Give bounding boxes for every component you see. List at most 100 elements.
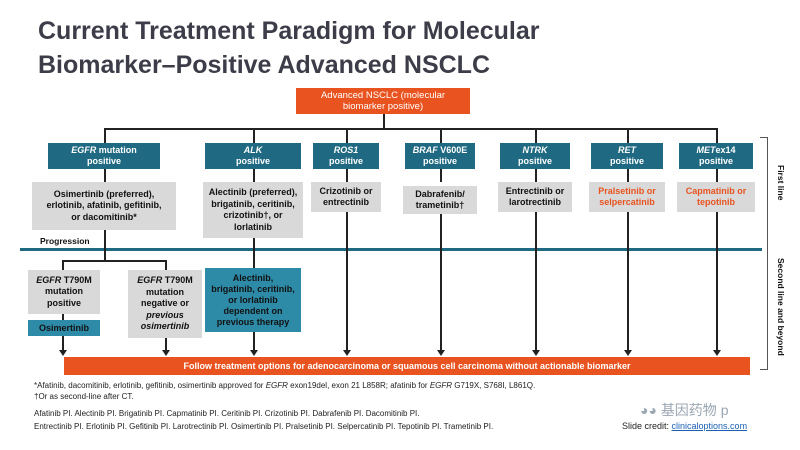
t790m-neg-l4: previous: [146, 309, 184, 320]
alk-second-l4: dependent on: [223, 305, 283, 316]
wechat-icon: ◕◕: [640, 402, 657, 418]
arrow-osimertinib: [59, 350, 67, 356]
therapy-ros1-l1: Crizotinib or: [319, 185, 373, 196]
root-line-2: biomarker positive): [342, 101, 424, 112]
slide-title: Current Treatment Paradigm for Molecular…: [38, 14, 658, 82]
footnote-star-b: exon19del, exon 21 L858R; afatinib for: [287, 381, 430, 390]
vline-braf: [440, 214, 442, 351]
t790m-positive-box: EGFR T790M mutation positive: [28, 270, 100, 314]
second-line-label: Second line and beyond: [776, 258, 786, 356]
header-alk-line2: positive: [235, 156, 270, 166]
osimertinib-box: Osimertinib: [28, 320, 100, 336]
header-egfr-gene: EGFR: [71, 145, 97, 155]
header-ntrk-gene: NTRK: [522, 145, 548, 155]
t790m-neg-rest: T790M: [162, 275, 193, 286]
branch-bar: [104, 128, 716, 130]
header-alk: ALK positive: [205, 143, 301, 169]
watermark-text: 基因药物 p: [660, 402, 729, 418]
therapy-met-l2: tepotinib: [697, 197, 735, 207]
vline-egfr: [104, 230, 106, 260]
therapy-ret-l1: Pralsetinib or: [598, 185, 656, 196]
osimertinib-stem: [62, 336, 64, 351]
root-line-1: Advanced NSCLC (molecular: [320, 90, 446, 101]
header-ros1-gene: ROS1: [333, 145, 359, 155]
egfr-split-bar: [62, 260, 166, 262]
header-braf-gene: BRAF: [412, 145, 438, 155]
t790m-neg-stem: [165, 338, 167, 351]
alk-second-l1: Alectinib,: [232, 272, 274, 283]
therapy-ntrk-l1: Entrectinib or: [505, 185, 565, 196]
vline-alk: [253, 238, 255, 268]
arrow-braf: [437, 350, 445, 356]
therapy-alk: Alectinib (preferred), brigatinib, cerit…: [203, 182, 303, 238]
therapy-ros1: Crizotinib or entrectinib: [311, 182, 381, 212]
t790m-neg-l5: osimertinib: [140, 321, 190, 332]
t790m-neg-l2: mutation: [146, 286, 184, 297]
therapy-ntrk-l2: larotrectinib: [508, 197, 561, 207]
footnote-star: *Afatinib, dacomitinib, erlotinib, gefit…: [34, 380, 754, 391]
t790m-negative-box: EGFR T790M mutation negative or previous…: [128, 270, 202, 338]
footnote-star-egfr2: EGFR: [429, 381, 453, 390]
hstem-0: [104, 169, 106, 182]
footnote-star-a: *Afatinib, dacomitinib, erlotinib, gefit…: [34, 381, 266, 390]
footnote-star-c: G719X, S768I, L861Q.: [452, 381, 536, 390]
therapy-ntrk: Entrectinib or larotrectinib: [498, 182, 572, 212]
therapy-ret-l2: selpercatinib: [599, 197, 655, 207]
header-met-gene: MET: [696, 145, 716, 155]
therapy-ret: Pralsetinib or selpercatinib: [589, 182, 665, 212]
root-node: Advanced NSCLC (molecular biomarker posi…: [296, 88, 470, 114]
header-egfr-line2: positive: [86, 156, 121, 166]
header-alk-gene: ALK: [243, 145, 263, 155]
therapy-alk-l4: lorlatinib: [234, 221, 272, 232]
t790m-neg-l3: negative or: [140, 298, 189, 309]
root-stem: [383, 114, 385, 128]
title-line-1: Current Treatment Paradigm for Molecular: [38, 17, 540, 45]
therapy-braf: Dabrafenib/ trametinib†: [403, 186, 477, 214]
therapy-ros1-l2: entrectinib: [322, 197, 369, 207]
therapy-met: Capmatinib or tepotinib: [677, 182, 755, 212]
arrow-ret: [624, 350, 632, 356]
progression-label: Progression: [40, 236, 90, 246]
t790m-pos-rest: T790M: [61, 274, 92, 285]
arrow-alk-second: [250, 350, 258, 356]
header-ros1-line2: positive: [328, 156, 363, 166]
stem-col-0: [104, 128, 106, 143]
therapy-alk-l3: crizotinib†, or: [223, 210, 283, 220]
egfr-split-right: [165, 260, 167, 270]
slide-credit-label: Slide credit:: [622, 421, 672, 431]
alk-second-l5: previous therapy: [216, 316, 290, 327]
alk-second-l3: or lorlatinib: [228, 294, 278, 305]
osimertinib-label: Osimertinib: [38, 322, 89, 333]
therapy-egfr-l2: erlotinib, afatinib, gefitinib,: [46, 200, 162, 211]
t790m-neg-gene: EGFR: [137, 275, 163, 286]
therapy-egfr: Osimertinib (preferred), erlotinib, afat…: [32, 182, 176, 230]
fallback-treatment-bar: Follow treatment options for adenocarcin…: [64, 357, 750, 375]
t790m-pos-l2: mutation: [45, 286, 83, 297]
header-egfr: EGFR mutation positive: [48, 143, 160, 169]
vline-met: [716, 212, 718, 351]
alk-second-l2: brigatinib, ceritinib,: [211, 283, 295, 294]
header-met-line2: positive: [698, 156, 733, 166]
t790m-pos-l3: positive: [46, 297, 81, 308]
header-ntrk: NTRK positive: [500, 143, 570, 169]
line-of-therapy-divider: [20, 248, 762, 251]
footnote-dagger: †Or as second-line after CT.: [34, 392, 134, 401]
alk-second-line-box: Alectinib, brigatinib, ceritinib, or lor…: [205, 268, 301, 332]
arrow-ros1: [343, 350, 351, 356]
header-ros1: ROS1 positive: [313, 143, 379, 169]
title-line-2: Biomarker–Positive Advanced NSCLC: [38, 51, 491, 79]
references-line-1: Afatinib PI. Alectinib PI. Brigatinib PI…: [34, 409, 420, 418]
egfr-split-left: [62, 260, 64, 270]
header-egfr-rest: mutation: [96, 145, 137, 155]
stem-col-6: [716, 128, 718, 143]
credit-link[interactable]: clinicaloptions.com: [671, 421, 748, 431]
hstem-4: [535, 169, 537, 182]
therapy-alk-l2: brigatinib, ceritinib,: [211, 198, 295, 209]
footnote-star-egfr: EGFR: [265, 381, 288, 390]
arrow-t790m-neg: [162, 350, 170, 356]
arrow-met: [713, 350, 721, 356]
header-braf-line2: positive: [422, 156, 457, 166]
watermark: ◕◕ 基因药物 p: [640, 400, 729, 420]
references-line-2: Entrectinib PI. Erlotinib PI. Gefitinib …: [34, 422, 494, 431]
stem-col-2: [346, 128, 348, 143]
